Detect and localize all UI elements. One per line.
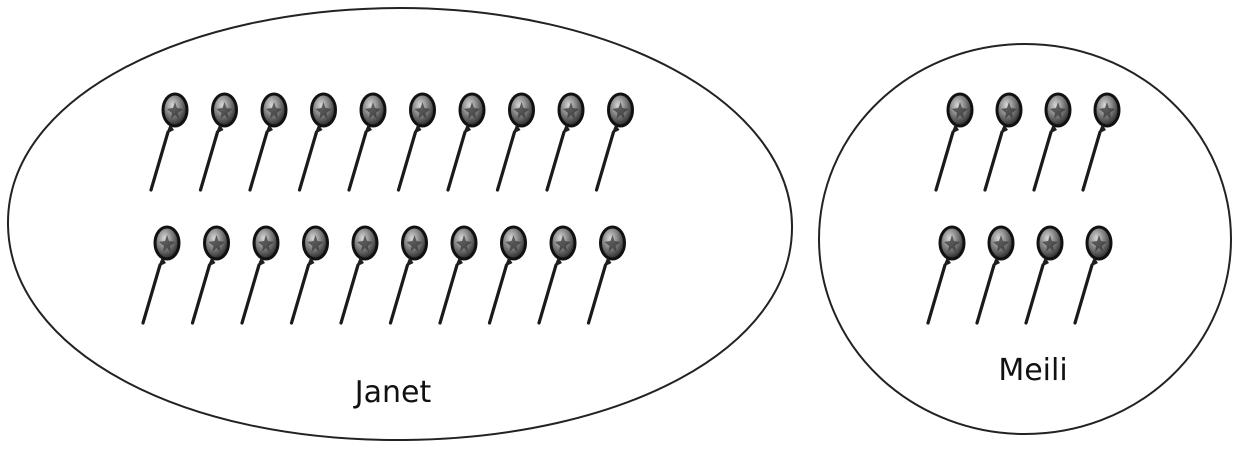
- balloon-icon: [438, 225, 478, 325]
- balloon-icon: [1073, 225, 1113, 325]
- balloon-icon: [240, 225, 280, 325]
- janet-balloons: [141, 92, 635, 325]
- balloon-icon: [388, 225, 429, 325]
- janet-oval: [6, 6, 794, 442]
- balloon-icon: [289, 225, 330, 325]
- balloon-icon: [586, 225, 627, 325]
- balloon-icon: [190, 225, 231, 325]
- balloon-icon: [198, 92, 239, 192]
- balloon-icon: [141, 225, 181, 325]
- meili-circle: [818, 43, 1232, 435]
- balloon-icon: [446, 92, 486, 192]
- balloon-icon: [248, 92, 288, 192]
- balloon-icon: [339, 225, 379, 325]
- balloon-icon: [975, 225, 1015, 325]
- balloon-icon: [594, 92, 635, 192]
- balloon-icon: [926, 225, 966, 325]
- balloon-icon: [934, 92, 974, 192]
- balloon-icon: [545, 92, 585, 192]
- balloon-icon: [396, 92, 437, 192]
- janet-group: Janet: [6, 6, 794, 442]
- balloon-icon: [1032, 92, 1072, 192]
- balloon-icon: [495, 92, 536, 192]
- balloon-icon: [1024, 225, 1064, 325]
- balloon-icon: [297, 92, 338, 192]
- janet-label: Janet: [353, 375, 432, 410]
- balloon-icon: [487, 225, 528, 325]
- meili-group: Meili: [818, 43, 1232, 435]
- balloon-icon: [537, 225, 577, 325]
- balloon-icon: [983, 92, 1023, 192]
- meili-balloons: [926, 92, 1121, 325]
- balloon-icon: [149, 92, 189, 192]
- balloon-icon: [347, 92, 387, 192]
- meili-label: Meili: [998, 353, 1067, 388]
- balloon-icon: [1081, 92, 1121, 192]
